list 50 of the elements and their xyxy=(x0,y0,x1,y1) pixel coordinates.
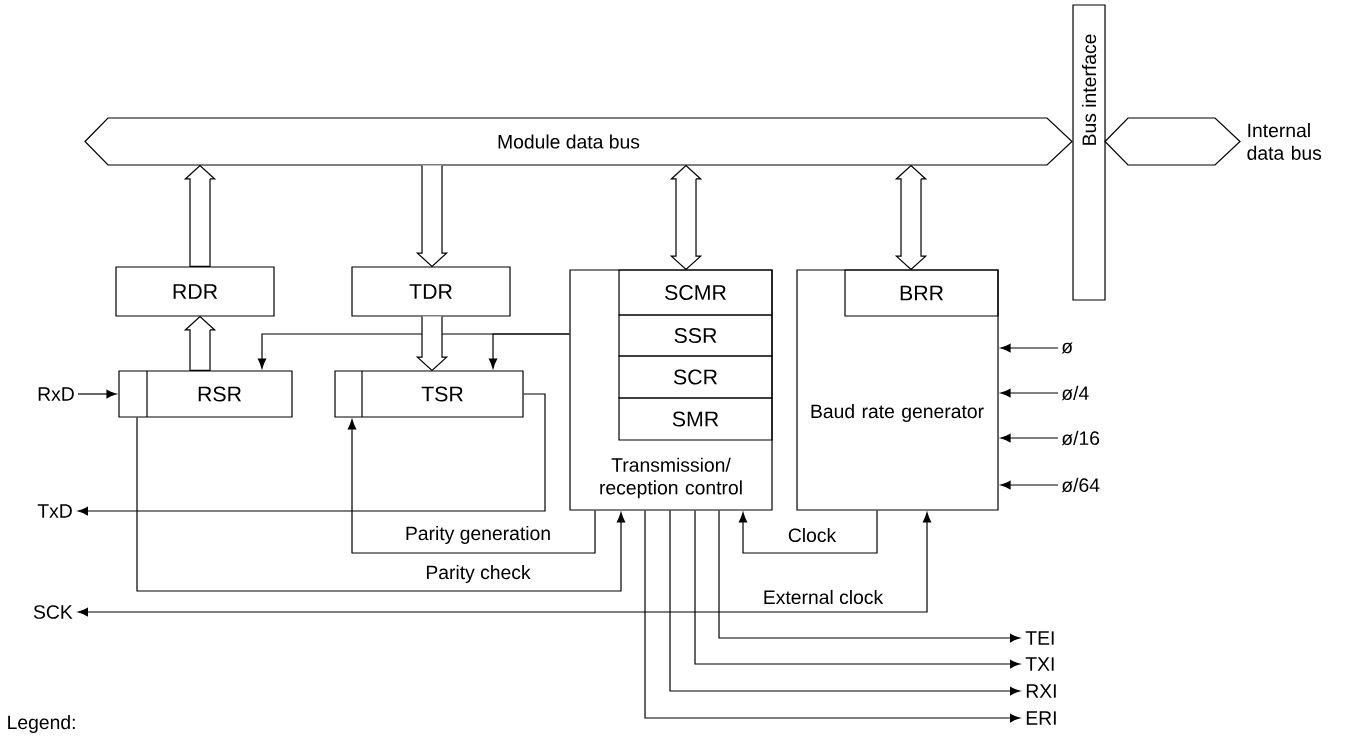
signal-arrow xyxy=(738,510,878,554)
edge-label: Parity check xyxy=(424,563,532,585)
register-box: RDR xyxy=(115,266,275,317)
register-box: RSR xyxy=(118,370,293,418)
legend-heading: Legend: xyxy=(8,715,75,733)
register-box: TSR xyxy=(334,370,524,418)
bus-band: Module data bus xyxy=(84,117,1073,166)
signal-arrow xyxy=(77,512,932,617)
signal-arrow xyxy=(1000,480,1059,490)
pin-label: ø/16 xyxy=(1061,430,1100,446)
node-label: Internal data bus xyxy=(1247,123,1322,160)
bus-band: Internal data bus xyxy=(1104,117,1322,166)
bus-arrow xyxy=(183,164,217,267)
register-box: SMR xyxy=(618,397,773,441)
signal-arrow xyxy=(718,510,1021,643)
pin-label: ø xyxy=(1061,342,1073,354)
bus-arrow xyxy=(669,164,703,271)
signal-arrow xyxy=(644,510,1021,723)
signal-arrow xyxy=(77,389,117,399)
signal-arrow xyxy=(1000,388,1059,398)
pin-label: TEI xyxy=(1025,631,1054,645)
bus-arrow xyxy=(183,315,217,371)
pin-label: ERI xyxy=(1026,711,1056,725)
pin-label: RxD xyxy=(38,387,74,401)
signal-arrow xyxy=(1000,433,1059,443)
signal-arrow xyxy=(1000,343,1059,353)
signal-arrow xyxy=(77,393,546,516)
register-box: TDR xyxy=(351,266,511,317)
register-box: SCR xyxy=(618,355,773,399)
signal-arrow xyxy=(669,510,1021,696)
pin-label: ø/4 xyxy=(1061,385,1089,401)
register-box: SCMR xyxy=(618,269,773,316)
edge-label: Parity generation xyxy=(403,524,553,546)
edge-label: Clock xyxy=(786,526,838,544)
pin-label: RXI xyxy=(1026,684,1056,698)
signal-arrow xyxy=(136,417,626,592)
bus-arrow xyxy=(415,165,449,268)
bus-arrow xyxy=(415,316,449,372)
pin-label: SCK xyxy=(33,605,73,619)
signal-arrow xyxy=(488,333,570,369)
register-box: BRR xyxy=(844,269,999,317)
edge-label: External clock xyxy=(761,588,885,606)
signal-arrow xyxy=(347,419,596,554)
pin-label: ø/64 xyxy=(1061,477,1100,493)
signal-arrow xyxy=(694,510,1021,669)
bus-interface-box: Bus interface xyxy=(1072,4,1106,301)
pin-label: TxD xyxy=(37,504,72,518)
pin-label: TXI xyxy=(1025,657,1054,671)
register-box: SSR xyxy=(618,314,773,357)
bus-arrow xyxy=(894,164,928,271)
